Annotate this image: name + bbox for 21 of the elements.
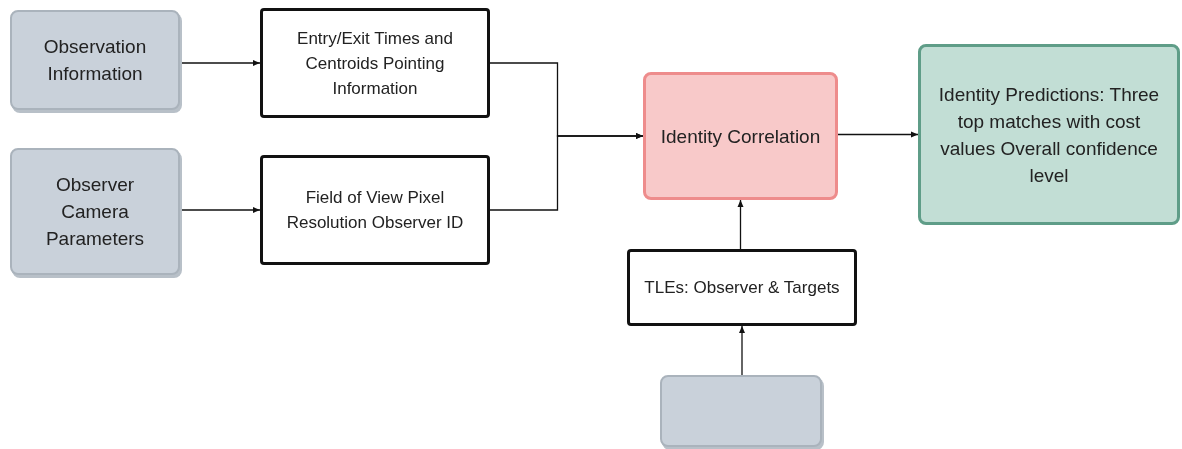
arrow [837, 131, 919, 138]
node-label: TLEs: Observer & Targets [644, 277, 840, 299]
arrow [179, 60, 261, 66]
source-box [10, 10, 180, 110]
arrow [489, 133, 644, 211]
node-label: Entry/Exit Times and Centroids Pointing Information [296, 27, 454, 100]
node-label: Identity Correlation [660, 124, 821, 149]
process-box [643, 72, 838, 200]
node-label: Field of View Pixel Resolution Observer ID [285, 187, 465, 234]
source-box [660, 375, 822, 447]
output-box [918, 44, 1180, 225]
arrow [179, 207, 261, 213]
source-box [10, 148, 180, 275]
arrow [737, 199, 744, 250]
node-label: Identity Predictions: Three top matches with cost values Overall confidence level [937, 82, 1161, 188]
node-label: Observation Information [42, 35, 148, 86]
node-label: Observer Camera Parameters [44, 173, 146, 251]
data-box [260, 155, 490, 265]
data-box [627, 249, 857, 326]
data-box [260, 8, 490, 118]
arrow [739, 325, 745, 376]
